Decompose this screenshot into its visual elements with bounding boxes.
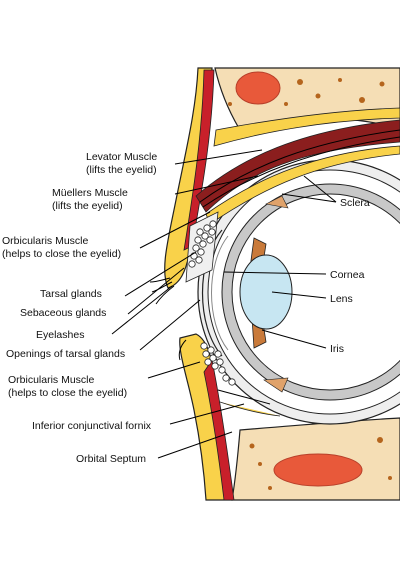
lower-gland-cluster xyxy=(200,342,236,386)
label-openings: Openings of tarsal glands xyxy=(6,348,125,360)
leader-levator xyxy=(174,149,263,165)
label-sebaceous-glands: Sebaceous glands xyxy=(20,307,106,319)
label-orbicularis-lower-sub: (helps to close the eyelid) xyxy=(8,387,127,399)
labels: Levator Muscle (lifts the eyelid) Müelle… xyxy=(2,151,370,465)
leader-cornea xyxy=(223,271,327,275)
label-orbicularis-upper: Orbicularis Muscle xyxy=(2,235,89,247)
label-inferior-fornix: Inferior conjunctival fornix xyxy=(32,420,152,432)
leader-lens xyxy=(271,291,327,299)
leader-openings xyxy=(139,299,201,351)
leader-sclera-2 xyxy=(281,193,337,203)
leader-sclera-1 xyxy=(303,175,337,203)
leader-orbicularis-lower xyxy=(147,361,201,379)
label-sclera: Sclera xyxy=(340,197,370,209)
leader-iris xyxy=(261,329,327,349)
label-eyelashes: Eyelashes xyxy=(36,329,84,341)
leader-eyelashes xyxy=(111,285,173,335)
label-orbital-septum: Orbital Septum xyxy=(76,453,146,465)
label-levator-sub: (lifts the eyelid) xyxy=(86,164,157,176)
label-tarsal-glands: Tarsal glands xyxy=(40,288,102,300)
label-muellers-sub: (lifts the eyelid) xyxy=(52,200,123,212)
leader-muellers xyxy=(174,175,259,195)
label-muellers: Müellers Muscle xyxy=(52,187,128,199)
leader-sebaceous xyxy=(127,267,185,315)
leader-orbital-septum xyxy=(157,431,233,459)
label-lens: Lens xyxy=(330,293,353,305)
leader-orbicularis-upper xyxy=(139,211,211,249)
leader-inferior-fornix xyxy=(169,403,245,425)
label-cornea: Cornea xyxy=(330,269,365,281)
leader-lines xyxy=(111,149,337,459)
label-orbicularis-lower: Orbicularis Muscle xyxy=(8,374,95,386)
leader-tarsal xyxy=(124,251,197,297)
lower-orbital-bone xyxy=(231,417,400,501)
upper-gland-cluster xyxy=(188,220,217,268)
label-levator: Levator Muscle xyxy=(86,151,157,163)
lower-eyelid xyxy=(178,333,281,501)
label-orbicularis-upper-sub: (helps to close the eyelid) xyxy=(2,248,121,260)
label-iris: Iris xyxy=(330,343,344,355)
